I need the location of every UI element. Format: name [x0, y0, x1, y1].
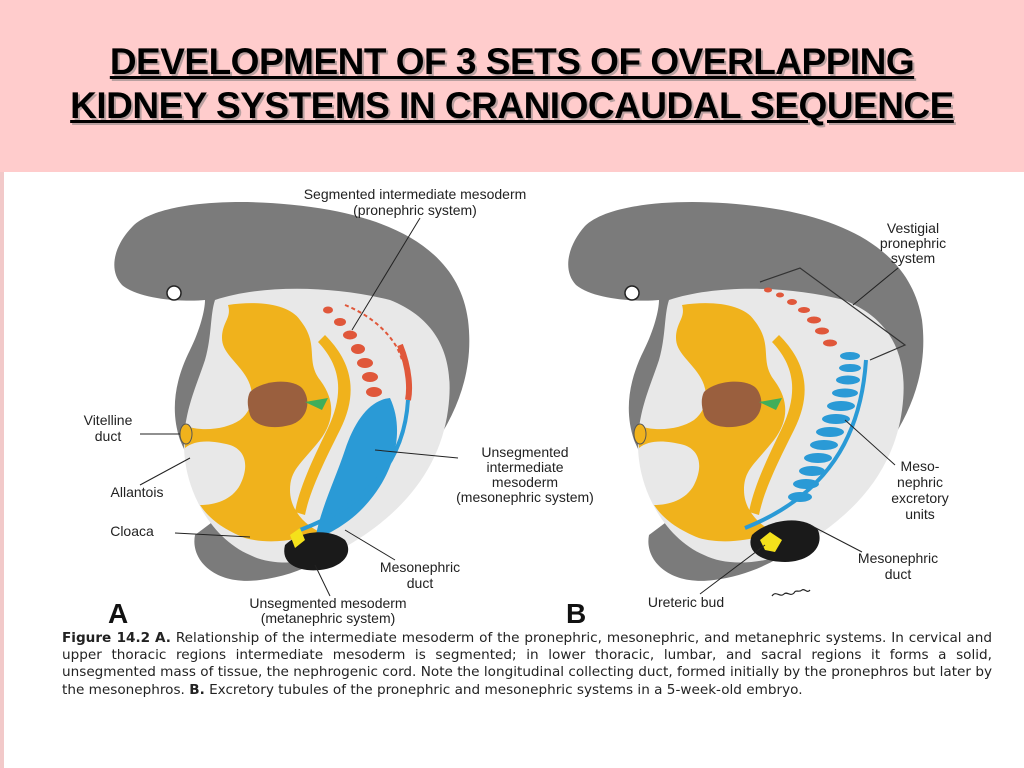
label-ureteric: Ureteric bud [648, 594, 724, 610]
figure-caption: Figure 14.2 A. Relationship of the inter… [62, 630, 992, 699]
leader-vestigial [852, 267, 899, 306]
caption-fig-label: Figure 14.2 [62, 630, 151, 646]
label-cloaca: Cloaca [110, 523, 154, 539]
slide-title: DEVELOPMENT OF 3 SETS OF OVERLAPPING KID… [0, 40, 1024, 128]
embryo-a-mesonephric-cord [315, 398, 398, 540]
embryo-a-pronephric-segments [323, 306, 382, 397]
embryo-a-heart [247, 381, 308, 428]
caption-text-b: Excretory tubules of the pronephric and … [209, 681, 803, 698]
panel-letter-a: A [108, 598, 128, 629]
embryo-a-green-duct [305, 398, 328, 410]
leader-mesoduct-a [344, 529, 396, 561]
label-unseg-1: Unsegmented [481, 444, 568, 460]
label-metanephric-sub: (metanephric system) [261, 610, 396, 626]
label-seg-mesoderm-sub: (pronephric system) [353, 202, 477, 218]
embryo-figure: Segmented intermediate mesoderm (proneph… [84, 186, 949, 629]
label-unseg-3: mesoderm [492, 474, 558, 490]
label-allantois: Allantois [111, 484, 164, 500]
panel-b-labels: Vestigial pronephric system Meso- nephri… [566, 220, 949, 629]
label-meso-exc-4: units [905, 506, 935, 522]
title-line-1: DEVELOPMENT OF 3 SETS OF OVERLAPPING [109, 41, 915, 82]
label-vitelline: Vitelline [84, 412, 133, 428]
embryo-b [568, 202, 924, 581]
caption-a-letter: A. [155, 630, 171, 646]
embryo-b-pronephric-marks [764, 287, 837, 347]
caption-b-letter: B. [189, 681, 205, 698]
embryo-a-gut-band [295, 335, 351, 515]
leader-meso-exc [844, 419, 896, 466]
leader-metanephric [314, 564, 331, 597]
caption-text-a: Relationship of the intermediate mesoder… [62, 630, 993, 698]
embryo-a-eye [166, 285, 182, 301]
panel-letter-b: B [566, 598, 586, 629]
embryo-a-dashed-line [344, 304, 403, 361]
embryo-b-eye [624, 285, 640, 301]
label-mesoduct-b-sub: duct [885, 566, 912, 582]
leader-seg-mesoderm [351, 217, 421, 331]
leader-cloaca [174, 532, 251, 538]
embryo-b-vestigial-bracket [759, 267, 907, 361]
label-mesoduct-b: Mesonephric [858, 550, 938, 566]
label-vestigial-1: Vestigial [887, 220, 939, 236]
leader-unseg [374, 449, 459, 459]
embryo-a-vitelline-opening [179, 423, 193, 445]
embryo-b-heart [701, 381, 762, 428]
label-unseg-2: intermediate [486, 459, 563, 475]
slide-left-edge [0, 172, 4, 768]
title-banner [0, 0, 1024, 172]
embryo-b-vitelline-opening [633, 423, 647, 445]
embryo-b-mesonephric-duct [744, 359, 868, 530]
embryo-b-ureteric-bud [760, 532, 782, 552]
embryo-a-mesonephric-duct [299, 399, 410, 532]
label-vitelline-sub: duct [95, 428, 122, 444]
label-vestigial-2: pronephric [880, 235, 946, 251]
label-mesoduct-a-sub: duct [407, 575, 434, 591]
embryo-b-gut-band [749, 335, 805, 515]
title-line-2: KIDNEY SYSTEMS IN CRANIOCAUDAL SEQUENCE [70, 85, 954, 126]
embryo-a-yellow-bud [290, 528, 305, 548]
label-meso-exc-2: nephric [897, 474, 943, 490]
label-vestigial-3: system [891, 250, 935, 266]
label-meso-exc-1: Meso- [901, 458, 940, 474]
panel-a-labels: Segmented intermediate mesoderm (proneph… [84, 186, 594, 629]
embryo-a [114, 202, 470, 581]
label-meso-exc-3: excretory [891, 490, 949, 506]
embryo-b-mesonephric-tubules [788, 352, 861, 502]
label-metanephric: Unsegmented mesoderm [249, 595, 406, 611]
embryo-b-green-duct [759, 398, 782, 410]
leader-mesoduct-b [809, 524, 863, 553]
embryo-a-red-duct [397, 343, 412, 401]
artist-signature [771, 588, 811, 597]
leader-allantois [139, 457, 191, 486]
label-unseg-4: (mesonephric system) [456, 489, 594, 505]
label-mesoduct-a: Mesonephric [380, 559, 460, 575]
embryo-b-metanephric [750, 520, 820, 562]
label-seg-mesoderm: Segmented intermediate mesoderm [304, 186, 527, 202]
leader-ureteric [699, 544, 766, 595]
